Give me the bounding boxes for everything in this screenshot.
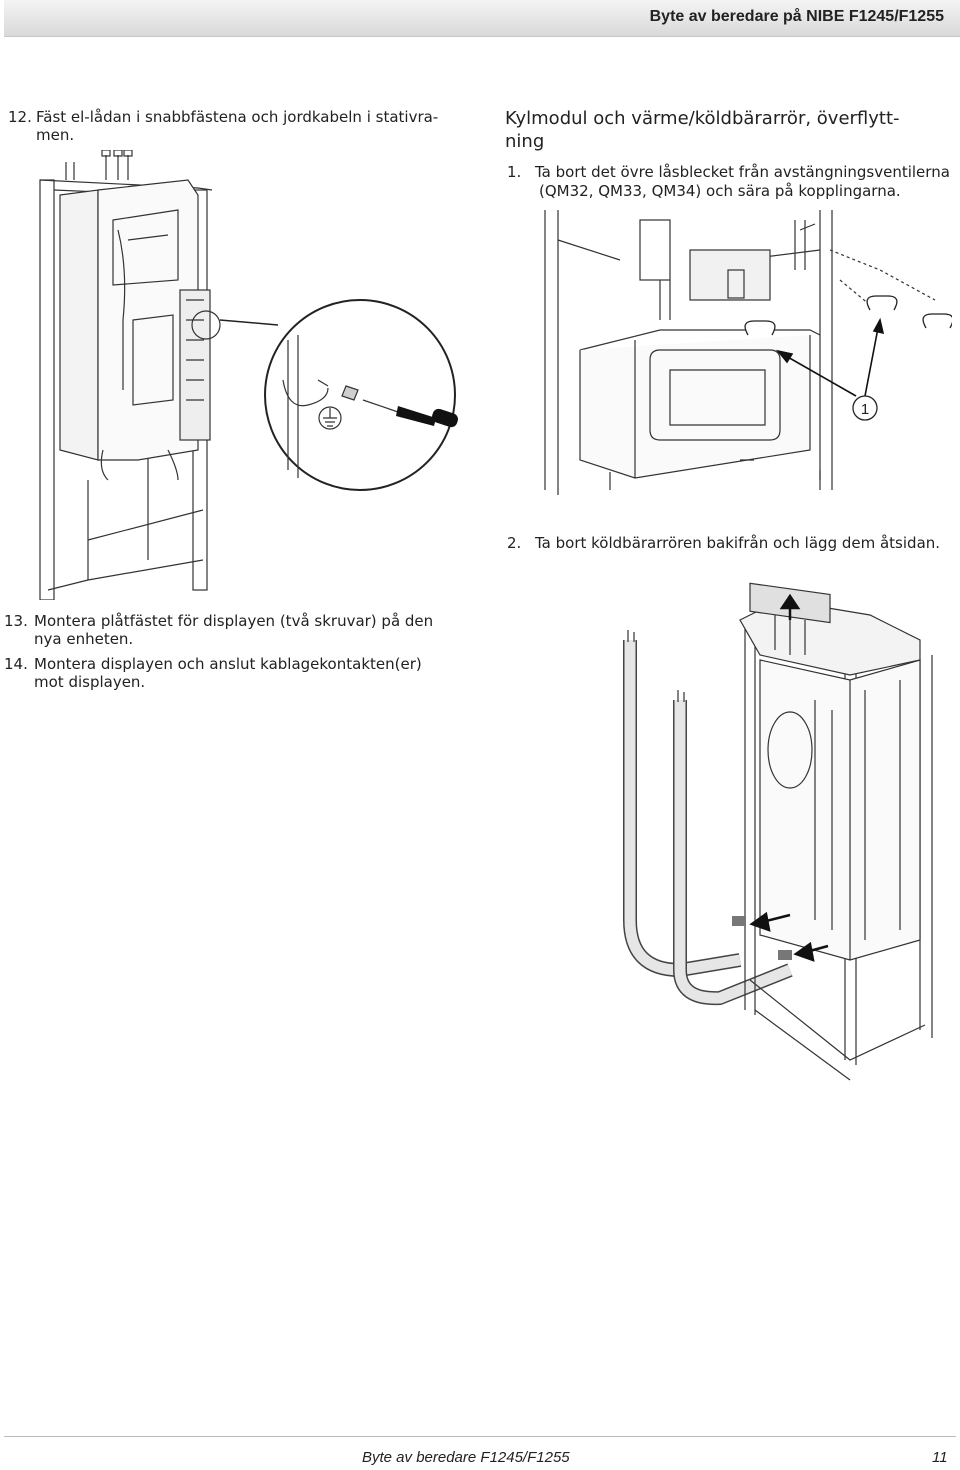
step-text-line2: men. (36, 126, 75, 144)
footer-rule (4, 1436, 956, 1437)
step-text-line1: Montera displayen och anslut kablagekont… (34, 655, 422, 673)
step-13: 13. Montera plåtfästet för displayen (tv… (4, 612, 474, 652)
header-bar: Byte av beredare på NIBE F1245/F1255 (4, 0, 960, 37)
step-text-line1: Ta bort köldbärarrören bakifrån och lägg… (535, 534, 941, 552)
section-step-2: 2. Ta bort köldbärarrören bakifrån och l… (507, 534, 957, 554)
step-text-line1: Montera plåtfästet för displayen (två sk… (34, 612, 434, 630)
section-title-line2: ning (505, 131, 545, 152)
figure-cooling-module: 1 (544, 210, 952, 495)
section-step-1: 1. Ta bort det övre låsblecket från avst… (507, 163, 957, 203)
step-number: 12. (8, 108, 32, 126)
figure-electrical-box (39, 150, 458, 600)
step-number: 1. (507, 163, 522, 181)
step-12: 12. Fäst el-lådan i snabbfästena och jor… (8, 108, 478, 148)
section-title-line1: Kylmodul och värme/köldbärarrör, överfly… (505, 108, 900, 129)
step-number: 14. (4, 655, 28, 673)
page-number: 11 (932, 1449, 948, 1466)
step-number: 13. (4, 612, 28, 630)
callout-label: 1 (861, 401, 869, 418)
section-title: Kylmodul och värme/köldbärarrör, överfly… (505, 107, 945, 153)
page-header-title: Byte av beredare på NIBE F1245/F1255 (649, 8, 944, 25)
step-number: 2. (507, 534, 522, 552)
footer-title: Byte av beredare F1245/F1255 (362, 1449, 570, 1466)
figure-brine-pipes (623, 582, 933, 1081)
step-14: 14. Montera displayen och anslut kablage… (4, 655, 474, 695)
step-text-line2: (QM32, QM33, QM34) och sära på kopplinga… (539, 182, 901, 200)
step-text-line2: mot displayen. (34, 673, 146, 691)
step-text-line1: Fäst el-lådan i snabbfästena och jordkab… (36, 108, 439, 126)
step-text-line1: Ta bort det övre låsblecket från avstäng… (535, 163, 950, 181)
step-text-line2: nya enheten. (34, 630, 134, 648)
